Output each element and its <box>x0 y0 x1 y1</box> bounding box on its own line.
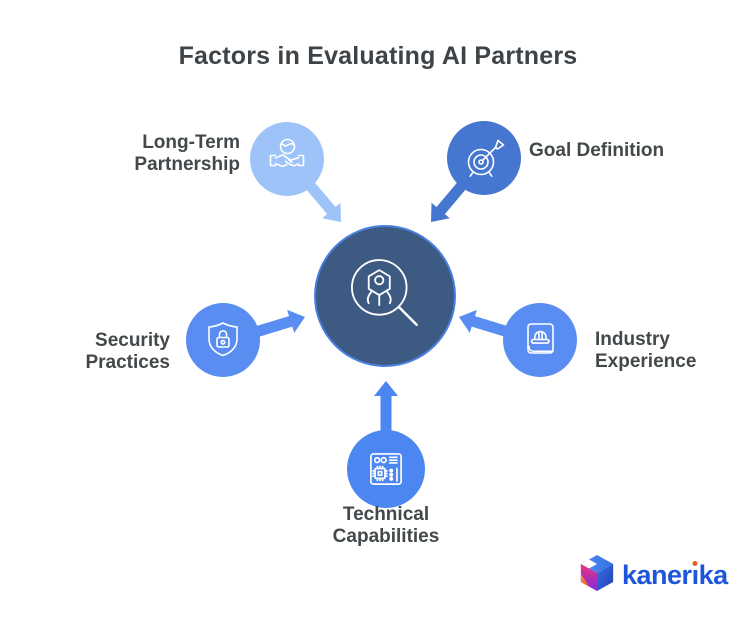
kanerika-logo: kanerıka <box>578 553 728 598</box>
node-technical-capabilities <box>347 430 425 508</box>
arrow-security-practices <box>244 309 305 341</box>
logo-letter-i: ı <box>691 560 700 590</box>
book-hardhat-icon <box>516 316 564 364</box>
label-long-term-partnership: Long-Term Partnership <box>134 132 240 176</box>
target-dart-icon <box>460 134 508 182</box>
node-long-term-partnership <box>250 122 324 196</box>
node-security-practices <box>186 303 260 377</box>
page-title: Factors in Evaluating AI Partners <box>178 42 578 70</box>
kanerika-cube-icon <box>578 553 616 598</box>
circuit-board-icon <box>361 444 411 494</box>
label-security-practices: Security Practices <box>85 330 170 374</box>
label-industry-experience: Industry Experience <box>595 329 697 373</box>
handshake-globe-icon <box>263 135 311 183</box>
center-node-evaluation <box>314 225 456 367</box>
ai-search-icon <box>339 250 431 342</box>
logo-text: kanerıka <box>622 560 728 590</box>
shield-lock-icon <box>199 316 247 364</box>
node-goal-definition <box>447 121 521 195</box>
arrow-technical-capabilities <box>374 381 398 440</box>
label-technical-capabilities: Technical Capabilities <box>332 504 440 548</box>
label-goal-definition: Goal Definition <box>529 140 665 161</box>
node-industry-experience <box>503 303 577 377</box>
